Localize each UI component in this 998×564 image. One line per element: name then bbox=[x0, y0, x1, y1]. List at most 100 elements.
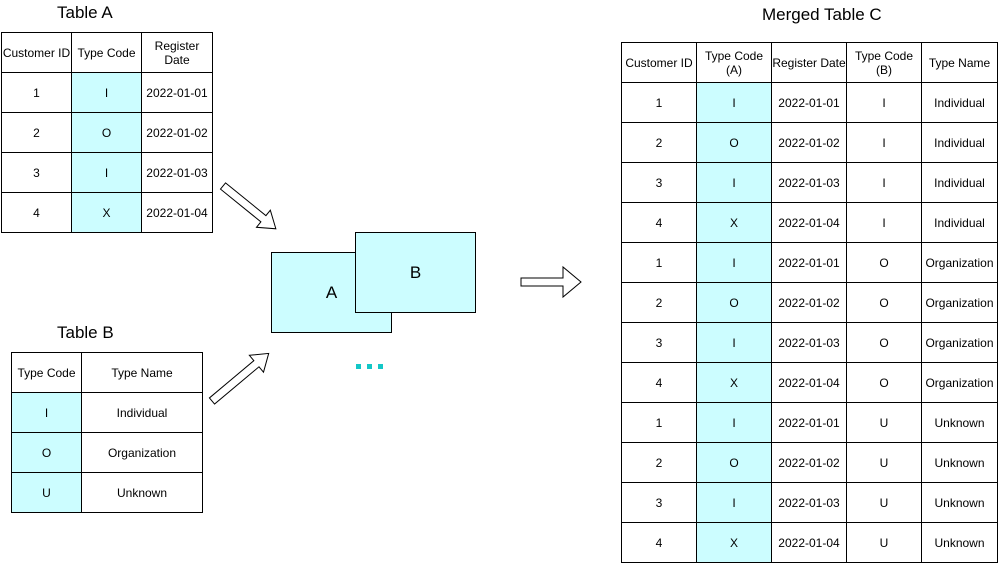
table-c-cell: Individual bbox=[921, 82, 998, 123]
table-b-cell: U bbox=[11, 472, 82, 513]
table-a-cell: 1 bbox=[1, 72, 72, 113]
table-c-header-row: Customer ID Type Code (A) Register Date … bbox=[621, 42, 998, 83]
table-c-cell: Individual bbox=[921, 122, 998, 163]
table-c-cell: I bbox=[696, 402, 772, 443]
table-c-cell: X bbox=[696, 522, 772, 563]
table-b-cell: O bbox=[11, 432, 82, 473]
table-c-cell: 2 bbox=[621, 122, 697, 163]
table-c-cell: 1 bbox=[621, 82, 697, 123]
table-c-cell: Organization bbox=[921, 322, 998, 363]
table-c-cell: 3 bbox=[621, 322, 697, 363]
table-b-header: Type Name bbox=[81, 352, 203, 393]
table-c-cell: I bbox=[846, 82, 922, 123]
table-c-header: Register Date bbox=[771, 42, 847, 83]
merge-box-b: B bbox=[355, 232, 476, 313]
table-a-cell: 2 bbox=[1, 112, 72, 153]
table-c-cell: I bbox=[696, 242, 772, 283]
table-c-cell: X bbox=[696, 202, 772, 243]
table-b-cell: Organization bbox=[81, 432, 203, 473]
table-b-cell: I bbox=[11, 392, 82, 433]
merge-box-b-label: B bbox=[409, 262, 422, 282]
table-c-cell: Unknown bbox=[921, 402, 998, 443]
table-a-cell: X bbox=[71, 192, 142, 233]
table-c-cell: I bbox=[846, 162, 922, 203]
table-c-cell: X bbox=[696, 362, 772, 403]
table-c-cell: I bbox=[696, 482, 772, 523]
table-a-cell: 2022-01-04 bbox=[141, 192, 213, 233]
table-c-cell: 2022-01-01 bbox=[771, 402, 847, 443]
table-c-cell: Individual bbox=[921, 162, 998, 203]
table-c-cell: O bbox=[846, 362, 922, 403]
table-c-cell: Unknown bbox=[921, 442, 998, 483]
table-a-title: Table A bbox=[57, 3, 113, 22]
table-c-title: Merged Table C bbox=[762, 5, 882, 24]
table-c-cell: 2022-01-04 bbox=[771, 362, 847, 403]
table-c-header: Type Name bbox=[921, 42, 998, 83]
table-c-cell: O bbox=[696, 122, 772, 163]
table-c-cell: 2022-01-02 bbox=[771, 442, 847, 483]
table-a-cell: O bbox=[71, 112, 142, 153]
table-a-cell: I bbox=[71, 152, 142, 193]
table-c-cell: U bbox=[846, 442, 922, 483]
table-c-cell: 2022-01-02 bbox=[771, 282, 847, 323]
table-c-cell: Individual bbox=[921, 202, 998, 243]
table-a-header: Register Date bbox=[141, 32, 213, 73]
table-c-cell: 3 bbox=[621, 162, 697, 203]
table-c-cell: U bbox=[846, 402, 922, 443]
table-c: Customer ID Type Code (A) Register Date … bbox=[621, 42, 998, 563]
table-c-cell: 2 bbox=[621, 442, 697, 483]
table-c-cell: 2022-01-04 bbox=[771, 522, 847, 563]
table-a-cell: 3 bbox=[1, 152, 72, 193]
table-a-cell: 4 bbox=[1, 192, 72, 233]
table-c-cell: 2022-01-03 bbox=[771, 482, 847, 523]
table-c-cell: Organization bbox=[921, 362, 998, 403]
table-a-header-row: Customer ID Type Code Register Date bbox=[1, 32, 213, 73]
table-c-cell: 2022-01-03 bbox=[771, 162, 847, 203]
table-c-cell: O bbox=[696, 282, 772, 323]
table-c-cell: 4 bbox=[621, 522, 697, 563]
table-c-cell: I bbox=[696, 82, 772, 123]
table-c-header: Customer ID bbox=[621, 42, 697, 83]
table-c-cell: 2022-01-04 bbox=[771, 202, 847, 243]
table-c-cell: O bbox=[696, 442, 772, 483]
table-a-header: Type Code bbox=[71, 32, 142, 73]
table-a-cell: 2022-01-01 bbox=[141, 72, 213, 113]
table-b-cell: Unknown bbox=[81, 472, 203, 513]
table-c-cell: U bbox=[846, 482, 922, 523]
table-c-cell: O bbox=[846, 282, 922, 323]
table-c-cell: 4 bbox=[621, 362, 697, 403]
table-b-title: Table B bbox=[57, 323, 114, 342]
table-b-cell: Individual bbox=[81, 392, 203, 433]
table-c-cell: Unknown bbox=[921, 482, 998, 523]
table-c-cell: O bbox=[846, 242, 922, 283]
table-b-header-row: Type Code Type Name bbox=[11, 352, 203, 393]
table-c-cell: Organization bbox=[921, 242, 998, 283]
table-c-cell: I bbox=[846, 202, 922, 243]
table-c-cell: Organization bbox=[921, 282, 998, 323]
table-c-cell: 2022-01-03 bbox=[771, 322, 847, 363]
table-a-cell: 2022-01-02 bbox=[141, 112, 213, 153]
table-c-cell: 1 bbox=[621, 242, 697, 283]
table-c-cell: O bbox=[846, 322, 922, 363]
table-c-cell: 3 bbox=[621, 482, 697, 523]
arrow-b-to-merge bbox=[208, 352, 270, 405]
